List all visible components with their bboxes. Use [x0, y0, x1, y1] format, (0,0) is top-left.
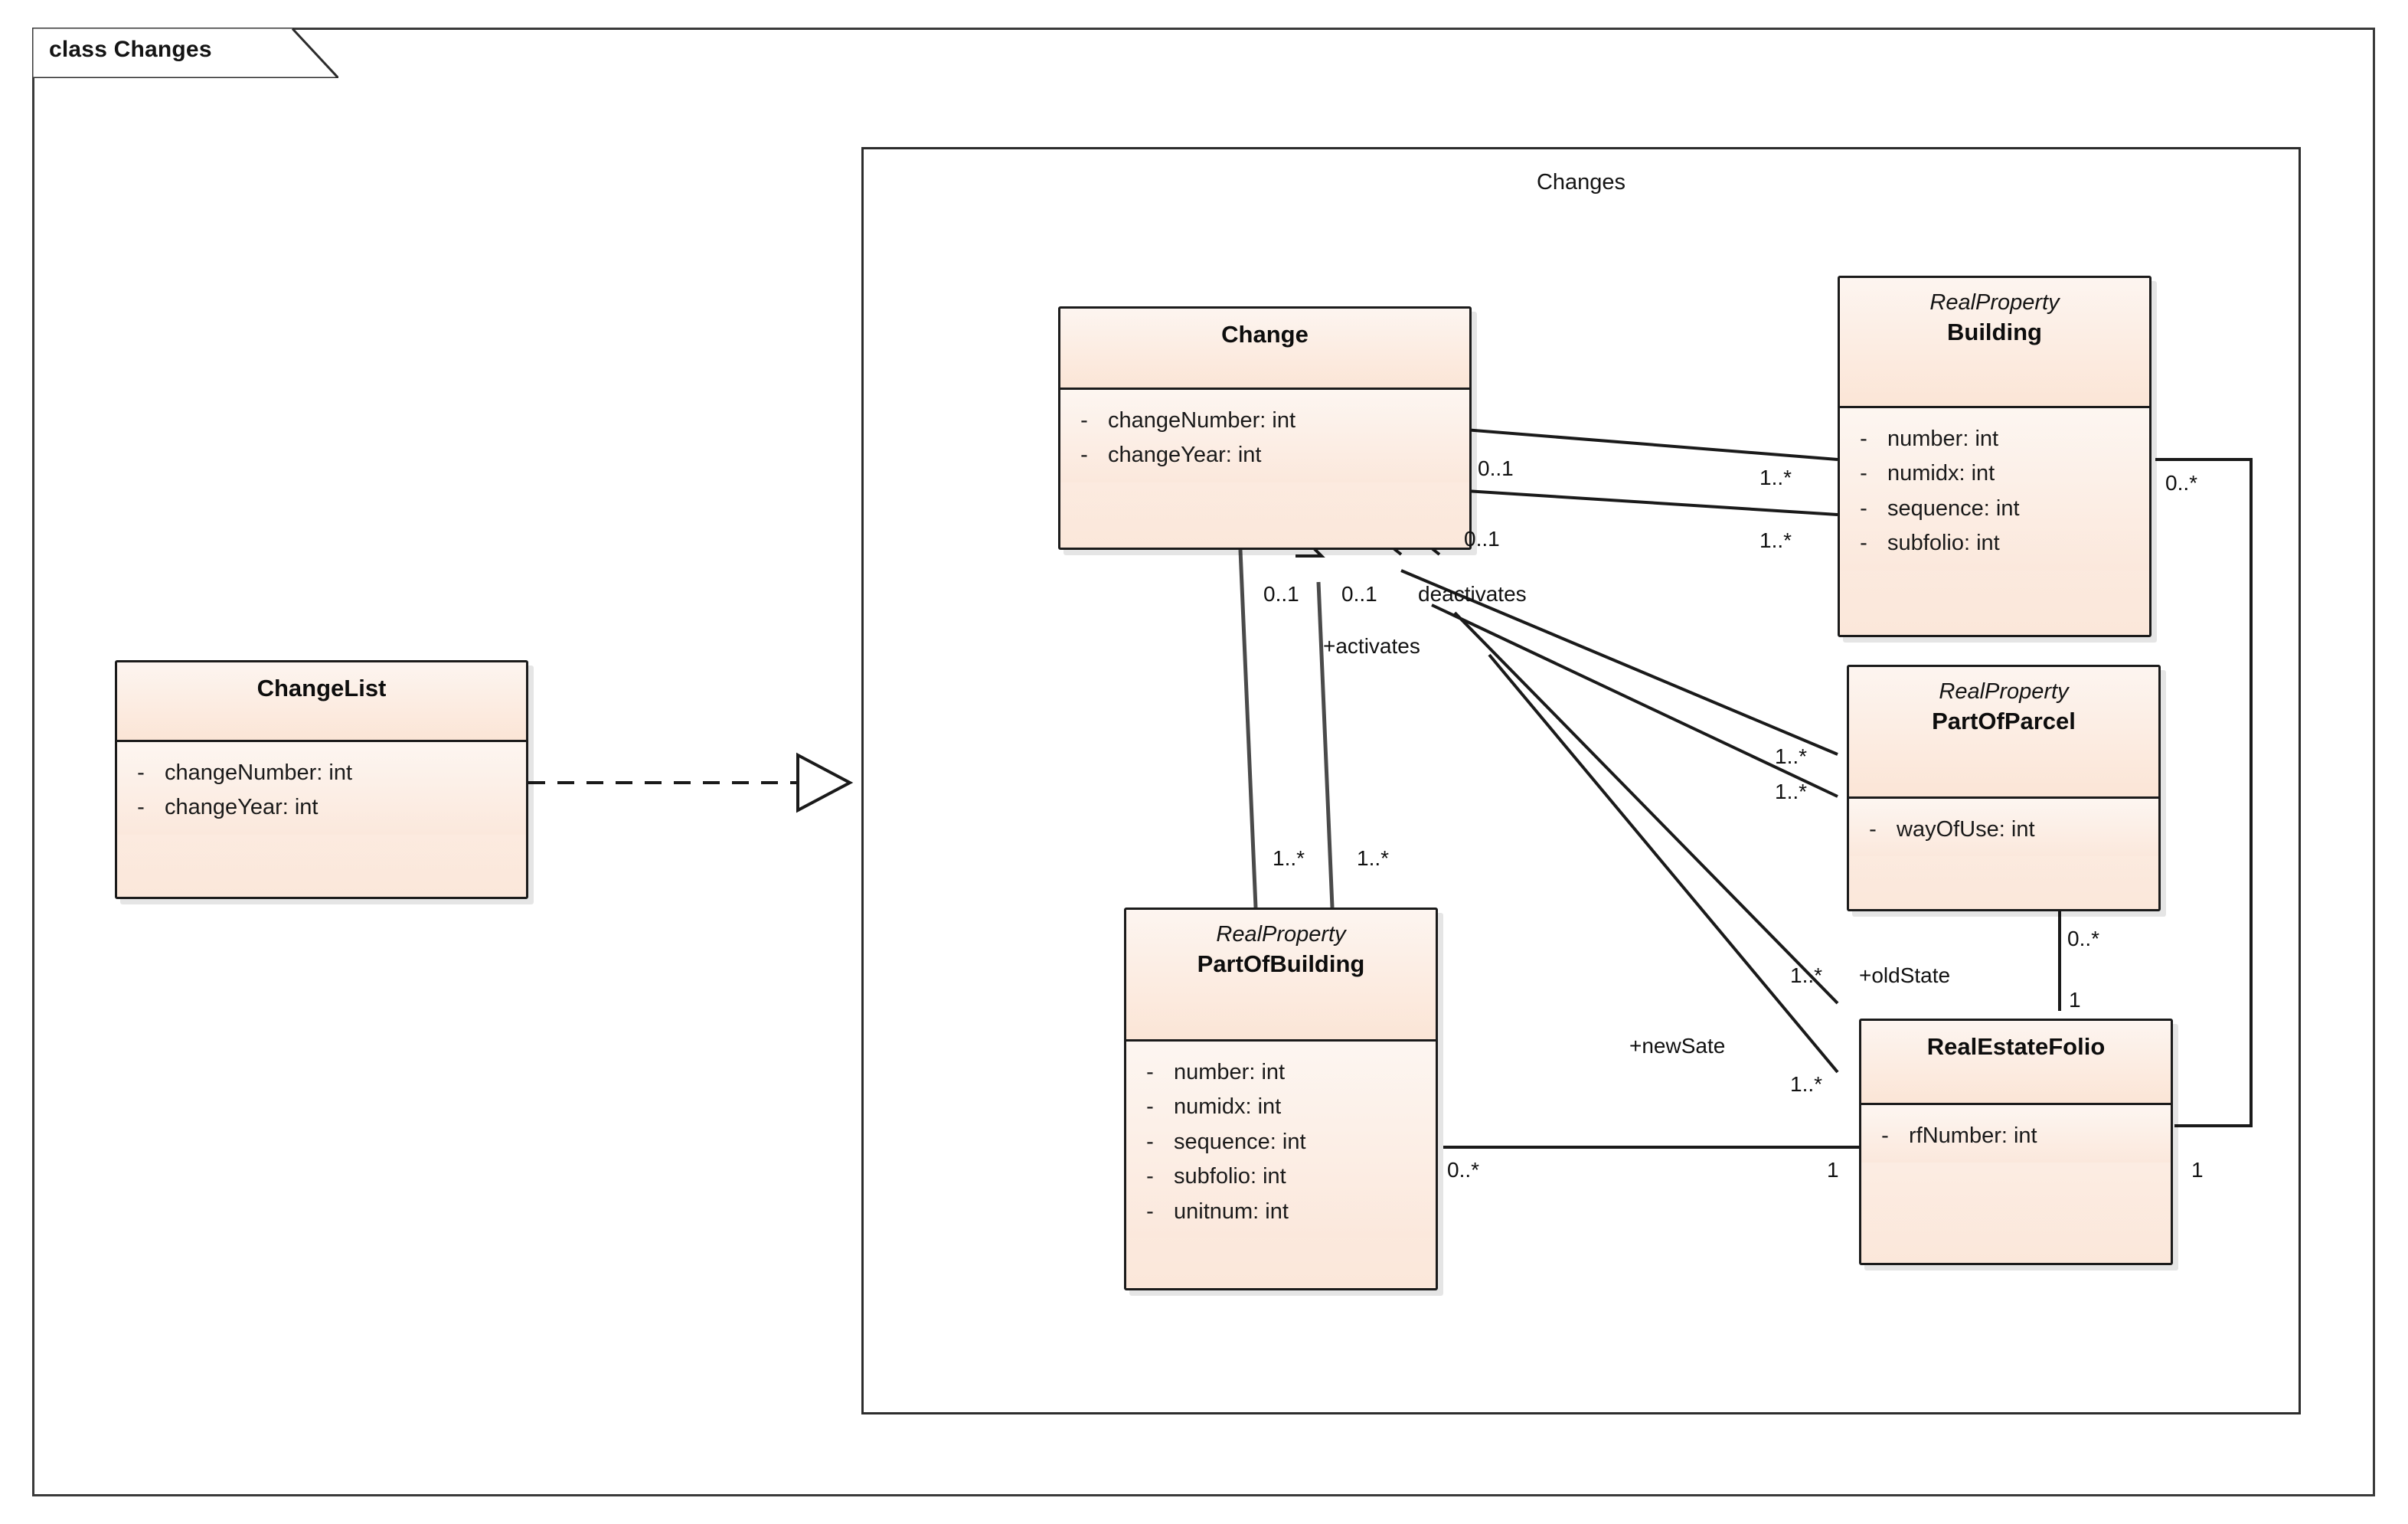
- class-attributes-partofbuilding: - number: int - numidx: int - sequence: …: [1126, 1042, 1436, 1239]
- multiplicity-partofbuilding-up-left: 1..*: [1273, 846, 1305, 870]
- role-label-newsate: +newSate: [1629, 1034, 1726, 1058]
- attribute-visibility: -: [1860, 531, 1867, 556]
- class-box-partofparcel[interactable]: RealProperty PartOfParcel - wayOfUse: in…: [1847, 665, 2161, 911]
- class-header-change: Change: [1060, 309, 1469, 390]
- multiplicity-building-right: 0..*: [2165, 471, 2198, 495]
- attribute-text: unitnum: int: [1174, 1199, 1289, 1224]
- class-stereotype-partofbuilding: RealProperty: [1216, 922, 1346, 947]
- attribute-text: numidx: int: [1887, 461, 1995, 486]
- class-header-realestatefolio: RealEstateFolio: [1861, 1021, 2171, 1105]
- attribute-row: - numidx: int: [1126, 1090, 1436, 1124]
- attribute-row: - number: int: [1840, 422, 2149, 456]
- multiplicity-rf-left-bottom: 1: [1827, 1158, 1839, 1182]
- attribute-text: number: int: [1174, 1060, 1286, 1084]
- attribute-visibility: -: [1860, 495, 1867, 521]
- attribute-text: sequence: int: [1174, 1129, 1306, 1154]
- class-name-changelist: ChangeList: [256, 675, 387, 701]
- package-title: Changes: [1536, 170, 1626, 195]
- attribute-visibility: -: [1860, 461, 1867, 486]
- diagram-frame-tab: class Changes: [32, 28, 338, 78]
- attribute-row: - subfolio: int: [1126, 1159, 1436, 1194]
- multiplicity-partofparcel-rf-bottom: 1: [2069, 988, 2081, 1012]
- attribute-text: number: int: [1887, 427, 1999, 451]
- attribute-row: - changeYear: int: [1060, 438, 1469, 473]
- class-attributes-partofparcel: - wayOfUse: int: [1849, 799, 2158, 857]
- class-box-changelist[interactable]: ChangeList - changeNumber: int - changeY…: [115, 660, 528, 899]
- attribute-visibility: -: [1146, 1129, 1154, 1154]
- attribute-text: numidx: int: [1174, 1094, 1282, 1120]
- multiplicity-partofbuilding-bottom: 0..*: [1447, 1158, 1480, 1182]
- attribute-row: - sequence: int: [1126, 1125, 1436, 1159]
- class-name-change: Change: [1221, 321, 1309, 348]
- multiplicity-partofbuilding-up-right: 1..*: [1357, 846, 1390, 870]
- class-header-changelist: ChangeList: [117, 662, 526, 742]
- attribute-row: - changeNumber: int: [117, 756, 526, 790]
- attribute-visibility: -: [1881, 1123, 1889, 1148]
- attribute-text: changeNumber: int: [1108, 408, 1296, 433]
- role-label-deactivates: deactivates: [1418, 582, 1527, 606]
- attribute-visibility: -: [1146, 1060, 1154, 1084]
- role-label-oldstate: +oldState: [1859, 963, 1951, 987]
- attribute-visibility: -: [1860, 427, 1867, 451]
- class-header-partofparcel: RealProperty PartOfParcel: [1849, 667, 2158, 799]
- attribute-row: - numidx: int: [1840, 456, 2149, 491]
- multiplicity-change-down-right: 0..1: [1341, 582, 1377, 606]
- class-box-change[interactable]: Change - changeNumber: int - changeYear:…: [1058, 306, 1472, 550]
- attribute-text: changeNumber: int: [165, 760, 353, 785]
- multiplicity-partofparcel-left-top: 1..*: [1775, 744, 1808, 768]
- attribute-row: - unitnum: int: [1126, 1195, 1436, 1229]
- attribute-text: sequence: int: [1887, 495, 2020, 521]
- attribute-text: rfNumber: int: [1909, 1123, 2037, 1148]
- class-box-building[interactable]: RealProperty Building - number: int - nu…: [1838, 276, 2152, 637]
- multiplicity-change-building-top: 0..1: [1478, 456, 1514, 480]
- attribute-visibility: -: [1146, 1094, 1154, 1120]
- class-box-partofbuilding[interactable]: RealProperty PartOfBuilding - number: in…: [1124, 908, 1438, 1290]
- attribute-row: - changeNumber: int: [1060, 404, 1469, 438]
- attribute-text: subfolio: int: [1174, 1164, 1286, 1189]
- class-attributes-building: - number: int - numidx: int - sequence: …: [1840, 408, 2149, 571]
- attribute-text: changeYear: int: [165, 795, 319, 820]
- class-stereotype-partofparcel: RealProperty: [1939, 679, 2069, 704]
- attribute-text: changeYear: int: [1108, 443, 1262, 468]
- attribute-visibility: -: [137, 795, 145, 820]
- attribute-visibility: -: [1146, 1164, 1154, 1189]
- attribute-row: - wayOfUse: int: [1849, 813, 2158, 847]
- attribute-row: - subfolio: int: [1840, 526, 2149, 561]
- frame-title: class Changes: [49, 37, 212, 62]
- attribute-row: - number: int: [1126, 1055, 1436, 1090]
- class-header-partofbuilding: RealProperty PartOfBuilding: [1126, 910, 1436, 1042]
- attribute-visibility: -: [1146, 1199, 1154, 1224]
- class-box-realestatefolio[interactable]: RealEstateFolio - rfNumber: int: [1859, 1019, 2173, 1265]
- multiplicity-rf-right: 1: [2191, 1158, 2204, 1182]
- multiplicity-newsate: 1..*: [1790, 1072, 1823, 1096]
- class-attributes-changelist: - changeNumber: int - changeYear: int: [117, 742, 526, 835]
- class-header-building: RealProperty Building: [1840, 278, 2149, 408]
- attribute-visibility: -: [1080, 408, 1088, 433]
- package-changes-boundary: [861, 147, 2301, 1414]
- attribute-row: - rfNumber: int: [1861, 1119, 2171, 1153]
- multiplicity-oldstate: 1..*: [1790, 963, 1823, 987]
- class-name-partofparcel: PartOfParcel: [1932, 708, 2076, 735]
- multiplicity-building-left-bottom: 1..*: [1759, 528, 1792, 552]
- role-label-activates: +activates: [1323, 634, 1420, 658]
- attribute-visibility: -: [1869, 817, 1877, 842]
- attribute-row: - sequence: int: [1840, 492, 2149, 526]
- attribute-visibility: -: [1080, 443, 1088, 468]
- multiplicity-partofparcel-rf-top: 0..*: [2067, 927, 2100, 950]
- attribute-text: subfolio: int: [1887, 531, 2000, 556]
- class-name-realestatefolio: RealEstateFolio: [1926, 1033, 2106, 1060]
- attribute-text: wayOfUse: int: [1897, 817, 2035, 842]
- class-attributes-realestatefolio: - rfNumber: int: [1861, 1105, 2171, 1163]
- frame-tab-shape: [33, 28, 338, 78]
- class-name-building: Building: [1947, 319, 2042, 346]
- attribute-visibility: -: [137, 760, 145, 785]
- multiplicity-change-down-left: 0..1: [1263, 582, 1299, 606]
- class-stereotype-building: RealProperty: [1929, 290, 2060, 315]
- class-attributes-change: - changeNumber: int - changeYear: int: [1060, 390, 1469, 482]
- multiplicity-change-building-bottom: 0..1: [1464, 527, 1500, 551]
- attribute-row: - changeYear: int: [117, 790, 526, 825]
- multiplicity-partofparcel-left-bottom: 1..*: [1775, 780, 1808, 803]
- multiplicity-building-left-top: 1..*: [1759, 466, 1792, 489]
- class-name-partofbuilding: PartOfBuilding: [1197, 950, 1365, 978]
